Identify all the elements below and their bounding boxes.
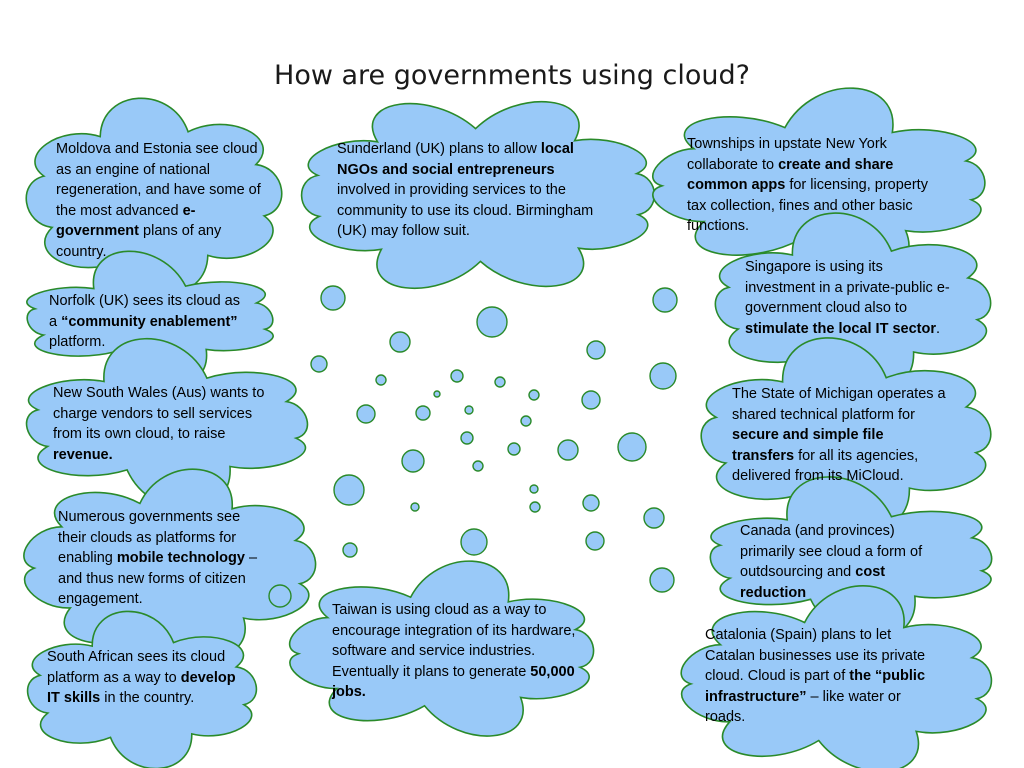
bold-phrase: cost reduction — [740, 564, 886, 601]
cloud-shape-southafrica — [26, 610, 258, 768]
bubble-dot — [310, 355, 328, 373]
bubble-dot — [460, 528, 488, 556]
bubble-dot — [460, 431, 474, 445]
text-run: in the country. — [100, 690, 195, 706]
text-run: for all its agencies, delivered from its… — [732, 447, 919, 485]
bubble-dot — [507, 442, 521, 456]
cloud-text-nsw: New South Wales (Aus) wants to charge ve… — [53, 383, 268, 465]
text-run: The State of Michigan operates a shared … — [732, 386, 946, 423]
bold-phrase: create and share common apps — [687, 156, 894, 194]
text-run: Norfolk (UK) sees its cloud as a — [49, 293, 240, 330]
bold-phrase: develop IT skills — [47, 669, 236, 707]
bubble-dot — [643, 507, 665, 529]
cloud-text-norfolk: Norfolk (UK) sees its cloud as a “commun… — [49, 291, 249, 353]
bubble-dot — [557, 439, 579, 461]
bubble-dot — [649, 567, 675, 593]
cloud-text-taiwan: Taiwan is using cloud as a way to encour… — [332, 600, 587, 703]
cloud-shape-catalonia — [680, 585, 993, 768]
cloud-shapes — [23, 87, 993, 768]
bubble-dot — [476, 306, 508, 338]
bubble-dot — [528, 389, 540, 401]
bold-phrase: secure and simple file transfers — [732, 427, 884, 464]
cloud-text-singapore: Singapore is using its investment in a p… — [745, 257, 950, 339]
cloud-text-catalonia: Catalonia (Spain) plans to let Catalan b… — [705, 625, 940, 728]
bubble-dot — [529, 484, 539, 494]
text-run: Sunderland (UK) plans to allow — [337, 141, 541, 157]
bubble-decoration — [268, 285, 678, 608]
cloud-text-michigan: The State of Michigan operates a shared … — [732, 384, 947, 487]
cloud-shape-sunderland — [300, 100, 656, 290]
cloud-text-southafrica: South African sees its cloud platform as… — [47, 647, 247, 709]
bold-phrase: e-government — [56, 202, 196, 240]
bubble-dot — [401, 449, 425, 473]
bubble-dot — [472, 460, 484, 472]
bubble-dot — [268, 584, 292, 608]
bubble-dot — [617, 432, 647, 462]
text-run: plans of any country. — [56, 223, 222, 260]
bubble-dot — [389, 331, 411, 353]
cloud-text-townships: Townships in upstate New York collaborat… — [687, 134, 942, 237]
bold-phrase: 50,000 jobs. — [332, 663, 575, 701]
bold-phrase: “community enablement” — [61, 313, 238, 330]
bubble-dot — [581, 390, 601, 410]
bold-phrase: local NGOs and social entrepreneurs — [337, 141, 574, 178]
cloud-text-sunderland: Sunderland (UK) plans to allow local NGO… — [337, 139, 597, 242]
cloud-shape-taiwan — [288, 560, 595, 737]
bold-phrase: stimulate the local IT sector — [745, 320, 936, 337]
bubble-dot — [586, 340, 606, 360]
bubble-dot — [333, 474, 365, 506]
cloud-text-moldova: Moldova and Estonia see cloud as an engi… — [56, 139, 266, 262]
bubble-dot — [464, 405, 474, 415]
bubble-dot — [342, 542, 358, 558]
text-run: South African sees its cloud platform as… — [47, 649, 226, 686]
bubble-dot — [410, 502, 420, 512]
bubble-dot — [415, 405, 431, 421]
text-run: Townships in upstate New York collaborat… — [687, 136, 887, 173]
text-run: Catalonia (Spain) plans to let Catalan b… — [705, 627, 926, 684]
bubble-dot — [529, 501, 541, 513]
text-run: . — [935, 320, 941, 337]
bubble-dot — [649, 362, 677, 390]
bold-phrase: the “public infrastructure” — [705, 668, 926, 705]
bubble-dot — [356, 404, 376, 424]
text-run: – and thus new forms of citizen engageme… — [58, 550, 258, 607]
text-run: involved in providing services to the co… — [337, 182, 594, 239]
text-run: Moldova and Estonia see cloud as an engi… — [56, 141, 261, 219]
text-run: for licensing, property tax collection, … — [687, 177, 928, 234]
text-run: Numerous governments see their clouds as… — [58, 509, 241, 566]
bubble-dot — [494, 376, 506, 388]
bubble-dot — [582, 494, 600, 512]
bubble-dot — [433, 390, 441, 398]
text-run: – like water or roads. — [705, 688, 901, 726]
bold-phrase: revenue. — [53, 446, 113, 463]
bubble-dot — [585, 531, 605, 551]
bubble-dot — [652, 287, 678, 313]
bubble-dot — [320, 285, 346, 311]
slide-title: How are governments using cloud? — [274, 60, 750, 91]
bubble-dot — [520, 415, 532, 427]
text-run: Taiwan is using cloud as a way to encour… — [332, 602, 576, 680]
bold-phrase: mobile technology — [116, 550, 245, 566]
text-run: platform. — [49, 334, 106, 350]
bubble-dot — [450, 369, 464, 383]
text-run: Canada (and provinces) primarily see clo… — [740, 523, 923, 580]
cloud-text-canada: Canada (and provinces) primarily see clo… — [740, 521, 950, 603]
text-run: New South Wales (Aus) wants to charge ve… — [53, 385, 265, 442]
cloud-text-numerous: Numerous governments see their clouds as… — [58, 507, 268, 610]
text-run: Singapore is using its investment in a p… — [745, 259, 950, 316]
bubble-dot — [375, 374, 387, 386]
